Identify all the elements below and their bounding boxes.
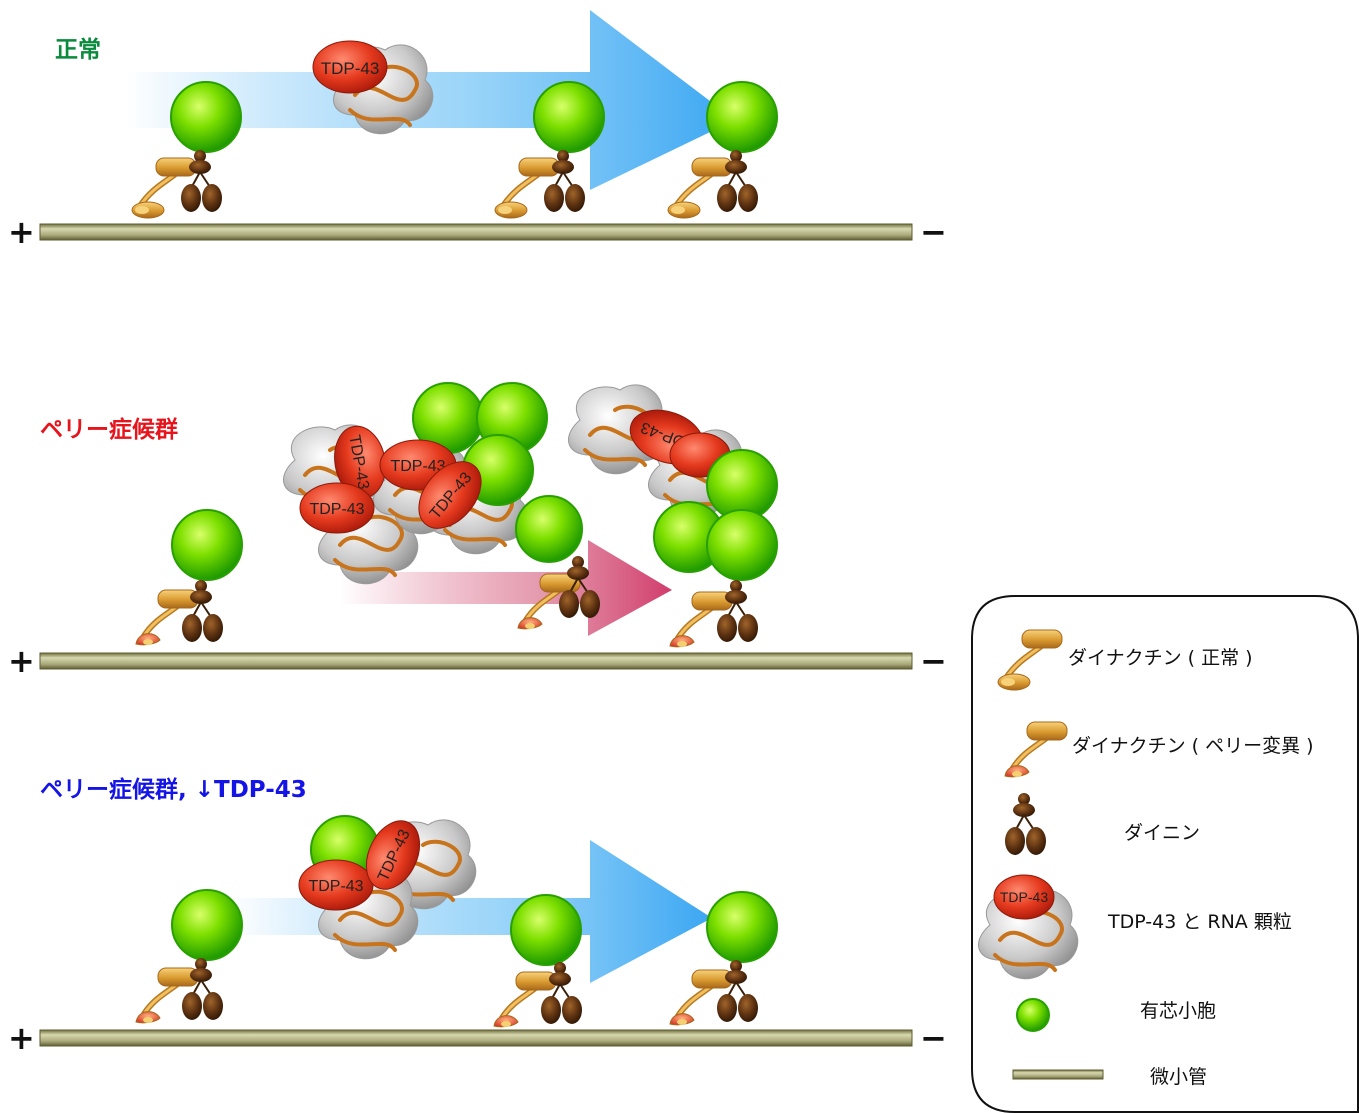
minus-end-label: − <box>920 213 947 251</box>
plus-end-label: + <box>8 213 35 251</box>
dense-core-vesicle <box>706 81 778 153</box>
panel-title-perry-tdp-down: ペリー症候群, ↓TDP-43 <box>40 776 307 803</box>
plus-end-label: + <box>8 1019 35 1057</box>
tdp43-rna-granule: TDP-43 <box>312 40 435 136</box>
dynein <box>181 957 224 1021</box>
legend-label-microtubule: 微小管 <box>1150 1066 1207 1088</box>
dense-core-vesicle <box>170 81 242 153</box>
microtubule <box>39 1029 913 1047</box>
legend-dcv-icon <box>1016 998 1050 1032</box>
panel-normal: 正常 + − TDP-43 <box>8 10 947 251</box>
legend-box <box>971 595 1359 1113</box>
panel-perry-tdp-down: ペリー症候群, ↓TDP-43 + − TDP-43 TDP-43 <box>8 776 947 1057</box>
legend: ダイナクチン ( 正常 ) ダイナクチン ( ペリー変異 ) ダイニン TDP-… <box>971 595 1359 1113</box>
dense-core-vesicle <box>533 81 605 153</box>
microtubule <box>39 652 913 670</box>
legend-label-dynein: ダイニン <box>1124 822 1200 844</box>
legend-microtubule-icon <box>1012 1069 1104 1080</box>
tdp43-aggregate: TDP-43 TDP-43 TDP-43 TDP-43 <box>281 382 548 586</box>
tdp43-label: TDP-43 <box>1000 889 1048 905</box>
legend-label-dynactin-normal: ダイナクチン ( 正常 ) <box>1068 647 1253 669</box>
legend-label-dynactin-perry: ダイナクチン ( ペリー変異 ) <box>1072 735 1314 757</box>
microtubule <box>39 223 913 241</box>
tdp43-label: TDP-43 <box>309 501 364 518</box>
dense-core-vesicle <box>171 509 243 581</box>
minus-end-label: − <box>920 642 947 680</box>
transport-arrow-perry-tdp-down <box>230 840 712 983</box>
plus-end-label: + <box>8 642 35 680</box>
legend-label-dcv: 有芯小胞 <box>1140 1000 1216 1022</box>
panel-perry: ペリー症候群 + − TDP-43 TDP-43 TDP-43 TDP-43 <box>8 382 947 680</box>
dense-core-vesicle <box>510 894 582 966</box>
legend-label-tdp43-rna: TDP-43 と RNA 顆粒 <box>1107 911 1292 933</box>
panel-title-normal: 正常 <box>55 37 101 63</box>
tdp43-label: TDP-43 <box>321 59 380 78</box>
dynein <box>716 579 759 643</box>
dynein <box>716 959 759 1023</box>
legend-tdp43-granule-icon: TDP-43 <box>976 874 1080 981</box>
dense-core-vesicle <box>706 891 778 963</box>
tdp43-label: TDP-43 <box>390 458 445 475</box>
dense-core-vesicle <box>171 889 243 961</box>
minus-end-label: − <box>920 1019 947 1057</box>
dynein <box>540 961 583 1025</box>
tdp43-aggregate: TDP-43 <box>566 382 778 581</box>
panel-title-perry: ペリー症候群 <box>40 416 178 443</box>
tdp43-label: TDP-43 <box>308 878 363 895</box>
dense-core-vesicle <box>515 495 583 563</box>
dynein <box>181 579 224 643</box>
tdp43-rna-granule: TDP-43 TDP-43 <box>298 815 478 961</box>
